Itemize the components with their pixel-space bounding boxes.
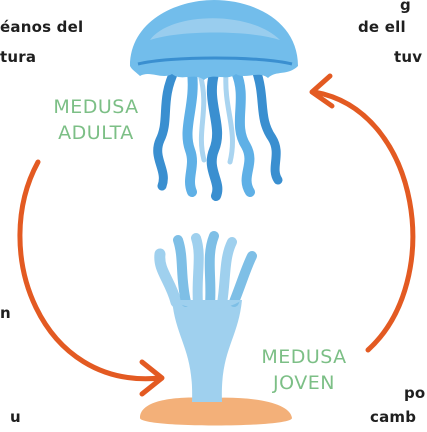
- arrow-head-right: [309, 73, 335, 109]
- cropped-text-fragment: camb: [370, 408, 417, 426]
- arrow-young-to-adult: [311, 89, 416, 353]
- cropped-text-fragment: éanos del: [0, 18, 84, 36]
- cropped-text-fragment: de ell: [358, 18, 406, 36]
- young-polyp-illustration: [140, 231, 292, 426]
- adult-jellyfish-illustration: [130, 0, 298, 201]
- adult-label-line-1: MEDUSA: [53, 96, 139, 118]
- cropped-text-fragment: tura: [0, 48, 37, 66]
- cropped-text-fragment: u: [10, 408, 21, 426]
- young-medusa-label: MEDUSA JOVEN: [248, 344, 360, 396]
- cropped-text-fragment: tuv: [394, 48, 423, 66]
- arrow-head-left: [139, 359, 165, 397]
- young-label-line-1: MEDUSA: [261, 346, 347, 368]
- adult-label-line-2: ADULTA: [58, 122, 134, 144]
- adult-medusa-label: MEDUSA ADULTA: [40, 94, 152, 146]
- young-label-line-2: JOVEN: [273, 372, 335, 394]
- cropped-text-fragment: n: [0, 304, 11, 322]
- cropped-text-fragment: po: [404, 384, 426, 402]
- arrow-adult-to-young: [17, 159, 163, 382]
- cropped-text-fragment: g: [400, 0, 411, 14]
